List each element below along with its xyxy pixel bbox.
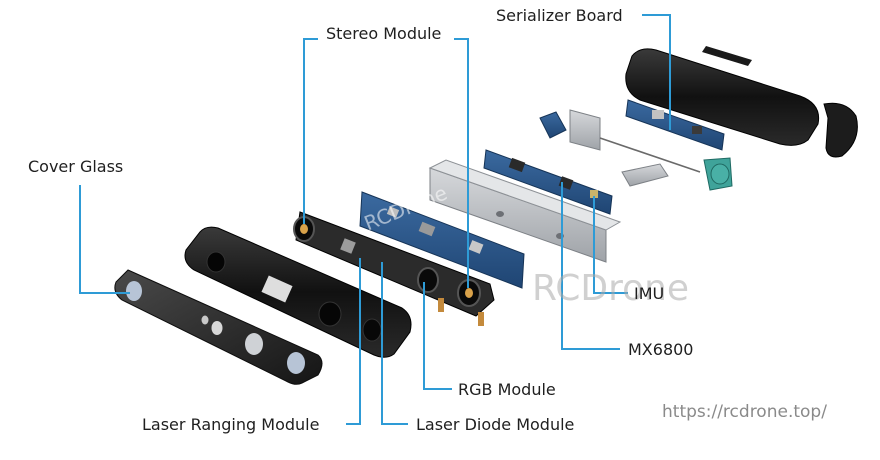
serializer-board-part bbox=[625, 99, 725, 151]
leader-stereo bbox=[303, 38, 318, 224]
rear-housing-part bbox=[625, 46, 858, 158]
label-serializer-board: Serializer Board bbox=[496, 6, 623, 25]
label-laser-ranging-module: Laser Ranging Module bbox=[142, 415, 320, 434]
leader-laser-ranging bbox=[346, 258, 361, 425]
label-imu: IMU bbox=[634, 284, 665, 303]
watermark-url: https://rcdrone.top/ bbox=[662, 402, 827, 422]
leader-laser-diode bbox=[381, 262, 408, 425]
leader-rgb bbox=[423, 282, 452, 390]
label-laser-diode-module: Laser Diode Module bbox=[416, 415, 575, 434]
leader-mx6800 bbox=[561, 182, 620, 350]
leader-cover-glass bbox=[79, 185, 130, 294]
leader-stereo-right bbox=[454, 38, 469, 288]
leader-serializer bbox=[642, 14, 671, 130]
label-mx6800: MX6800 bbox=[628, 340, 694, 359]
fakra-connector-part bbox=[703, 157, 733, 191]
label-rgb-module: RGB Module bbox=[458, 380, 556, 399]
stereo-module-part bbox=[293, 211, 495, 326]
watermark-brand-large: RCDrone bbox=[532, 268, 690, 309]
leader-imu bbox=[593, 196, 628, 294]
label-stereo-module: Stereo Module bbox=[326, 24, 442, 43]
label-cover-glass: Cover Glass bbox=[28, 157, 124, 176]
leader-lines bbox=[79, 14, 671, 425]
small-bracket-part bbox=[539, 109, 701, 187]
front-bezel-part bbox=[184, 226, 412, 358]
laser-module-pcb-part bbox=[359, 191, 525, 289]
cover-glass-part bbox=[114, 269, 323, 385]
